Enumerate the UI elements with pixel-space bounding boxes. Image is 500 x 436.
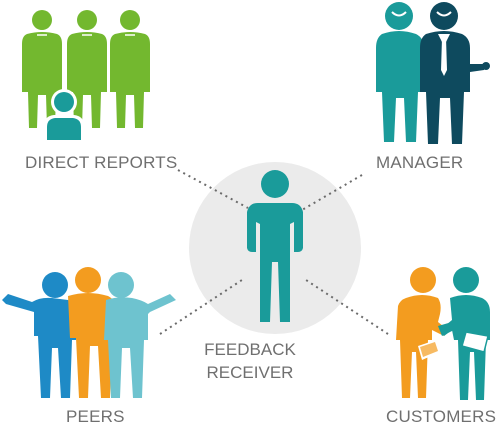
- connector-lines: [159, 169, 389, 335]
- label-feedback-receiver-line2: RECEIVER: [206, 363, 294, 382]
- direct-report-child-icon: [44, 89, 84, 140]
- manager-icon: [376, 2, 490, 144]
- customers-icon: [396, 267, 490, 400]
- label-feedback-receiver-line1: FEEDBACK: [204, 340, 296, 359]
- connector-customers: [305, 279, 389, 335]
- label-peers: PEERS: [66, 407, 125, 426]
- peers-icon: [2, 267, 176, 398]
- feedback-receiver-icon: [247, 170, 303, 322]
- label-direct-reports: DIRECT REPORTS: [25, 153, 178, 172]
- label-customers: CUSTOMERS: [386, 407, 497, 426]
- connector-direct-reports: [177, 169, 249, 209]
- connector-peers: [159, 277, 246, 335]
- label-manager: MANAGER: [376, 153, 464, 172]
- label-feedback-receiver: FEEDBACK RECEIVER: [190, 338, 310, 384]
- direct-reports-icon: [22, 10, 150, 128]
